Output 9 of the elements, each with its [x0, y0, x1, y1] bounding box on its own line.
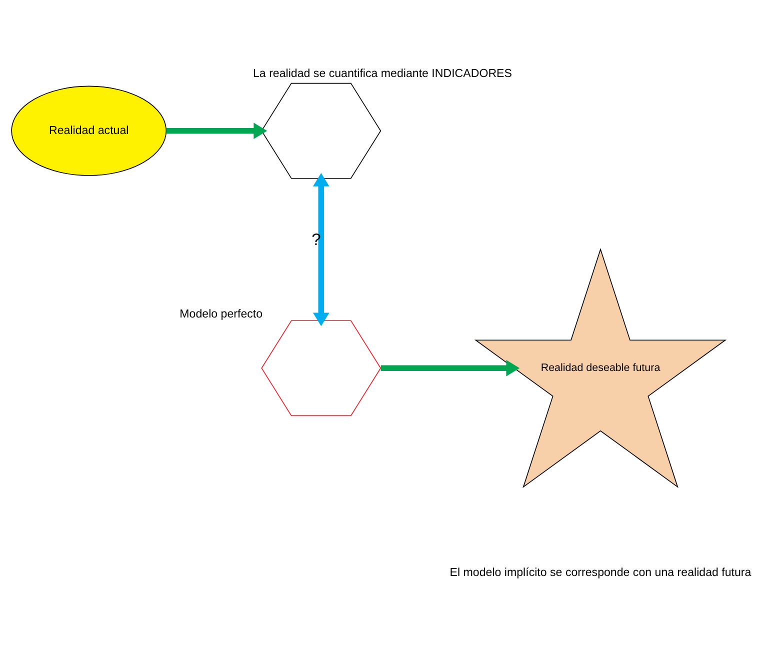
arrow: [380, 360, 520, 376]
caption: El modelo implícito se corresponde con una realidad futura: [450, 566, 752, 579]
diagram-title: La realidad se cuantifica mediante INDICADORES: [253, 68, 512, 80]
node-label: Modelo perfecto: [180, 308, 263, 320]
node-hexagon: [261, 320, 382, 416]
arrow: [166, 122, 268, 140]
arrow: [312, 172, 330, 326]
node-ellipse: Realidad actual: [11, 86, 167, 176]
node-hexagon: [261, 82, 382, 179]
